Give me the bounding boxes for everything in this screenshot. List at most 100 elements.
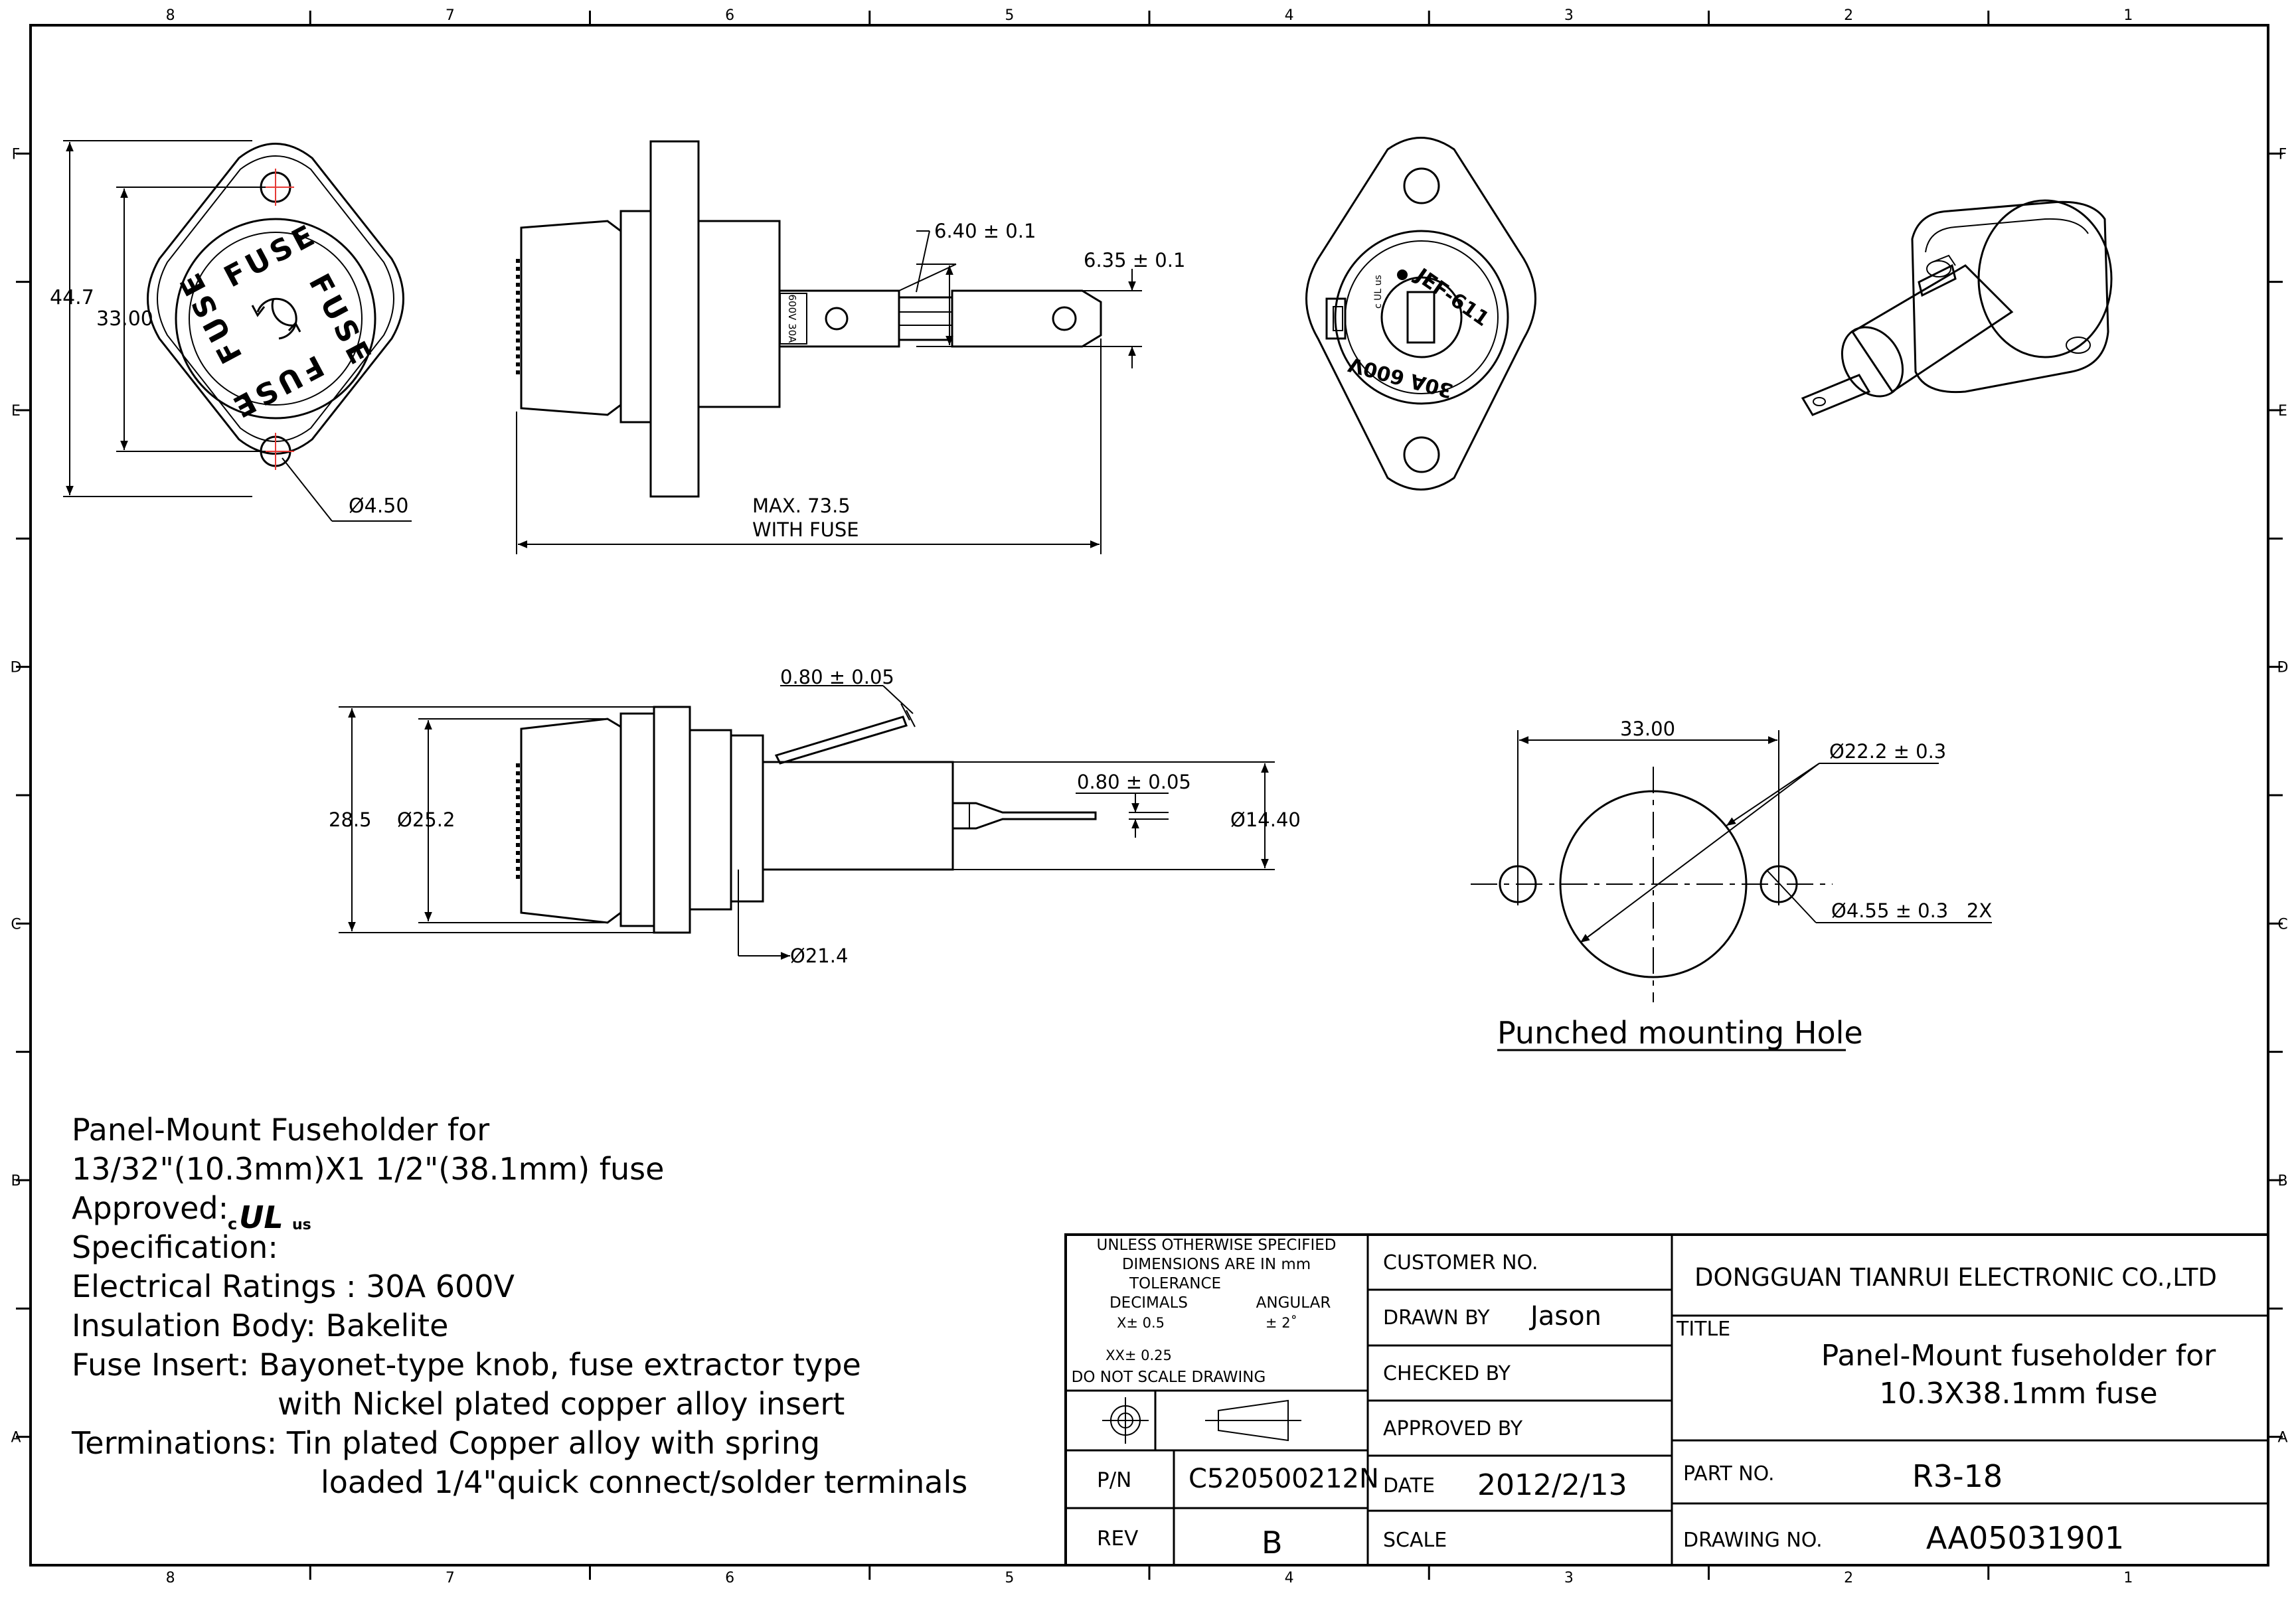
zone-column-label: 4 (1285, 7, 1294, 24)
bottom-flange (653, 706, 691, 934)
zone-row-label: E (2278, 403, 2287, 420)
front-flange-outline (147, 143, 404, 455)
drawn-by-value: Jason (1528, 1301, 1601, 1332)
scale-label: SCALE (1383, 1529, 1447, 1552)
zone-column-label: 6 (725, 1570, 734, 1586)
spec-body: Insulation Body: Bakelite (72, 1308, 448, 1343)
front-hole-spacing-dim: 33.00 (96, 307, 153, 331)
rear-marking-top: JEF-611 (1410, 264, 1493, 331)
date-value: 2012/2/13 (1477, 1468, 1627, 1502)
drawing-no-label: DRAWING NO. (1683, 1529, 1823, 1552)
front-knob-outer (175, 218, 376, 420)
zone-column-label: 6 (725, 7, 734, 24)
tol-xx: XX± 0.25 (1106, 1347, 1172, 1363)
spec-term-2: loaded 1/4"quick connect/solder terminal… (321, 1464, 967, 1500)
iso-terminal-2 (1918, 264, 1957, 297)
mounting-small-hole-dim: Ø4.55 ± 0.3 2X (1831, 899, 1992, 922)
side-flange (649, 140, 700, 498)
tol-line-2: DIMENSIONS ARE IN mm (1122, 1256, 1311, 1273)
tol-line-1: UNLESS OTHERWISE SPECIFIED (1097, 1237, 1337, 1254)
front-hole-dia-dim: Ø4.50 (349, 495, 408, 518)
zone-row-label: C (2277, 916, 2287, 933)
ul-mark-icon: c UL us (228, 1199, 311, 1235)
rear-terminal-tab (1406, 291, 1435, 344)
zone-column-label: 2 (1844, 7, 1853, 24)
drawing-title-1: Panel-Mount fuseholder for (1821, 1339, 2216, 1373)
company-name: DONGGUAN TIANRUI ELECTRONIC CO.,LTD (1694, 1263, 2217, 1292)
rev-label: REV (1097, 1527, 1138, 1551)
bottom-thread-dia-dim: Ø21.4 (790, 945, 848, 967)
front-flange-inner (157, 155, 394, 442)
spec-approved-label: Approved: (72, 1190, 228, 1226)
rear-flange-outline (1305, 137, 1536, 491)
rear-body-outer (1334, 230, 1509, 405)
part-no-value: R3-18 (1912, 1458, 2003, 1494)
spec-label: Specification: (72, 1229, 278, 1265)
date-label: DATE (1383, 1474, 1435, 1497)
side-body (697, 220, 781, 408)
rev-value: B (1262, 1525, 1283, 1561)
side-flange-ring (619, 210, 652, 423)
tol-x: X± 0.5 (1117, 1315, 1165, 1331)
zone-column-label: 7 (446, 1570, 455, 1586)
isometric-view (1801, 199, 2113, 416)
side-terminal-width-dim: 6.40 ± 0.1 (934, 220, 1036, 242)
side-terminal-1-hole (825, 307, 849, 331)
drawn-by-label: DRAWN BY (1383, 1306, 1490, 1330)
zone-row-label: F (12, 146, 21, 163)
front-height-dim: 44.7 (50, 286, 94, 309)
iso-knob-rim (1977, 199, 2113, 358)
pn-label: P/N (1097, 1468, 1131, 1492)
approved-by-label: APPROVED BY (1383, 1417, 1523, 1440)
zone-row-label: B (2277, 1173, 2287, 1189)
side-overall-length-note: WITH FUSE (752, 518, 859, 541)
zone-column-label: 3 (1564, 1570, 1574, 1586)
front-view: FUSE FUSE FUSE FUSE 44.7 33.00 Ø4.50 (50, 140, 412, 522)
svg-text:UL: UL (239, 1199, 284, 1235)
bottom-knob-dia-dim: Ø25.2 (397, 808, 455, 831)
side-terminal-width-dim-2: 6.35 ± 0.1 (1084, 249, 1185, 271)
bottom-side-view: 0.80 ± 0.05 0.80 ± 0.05 28.5 Ø25.2 Ø14.4… (329, 666, 1301, 967)
rear-top-hole (1403, 167, 1440, 204)
svg-text:us: us (292, 1217, 311, 1233)
iso-terminal-1 (1801, 374, 1871, 416)
bottom-terminal-2 (951, 802, 1097, 830)
mounting-main-hole (1559, 790, 1748, 978)
title-label: TITLE (1676, 1318, 1730, 1341)
side-view: 600V 30A 6.40 ± 0.1 6.35 ± 0.1 MAX. 73.5… (516, 140, 1185, 554)
bottom-flange-height-dim: 28.5 (329, 808, 372, 831)
zone-ticks (16, 11, 2283, 1580)
mounting-hole-caption: Punched mounting Hole (1497, 1015, 1863, 1051)
mounting-hole-view: 33.00 Ø22.2 ± 0.3 Ø4.55 ± 0.3 2X Punched… (1471, 718, 1992, 1051)
side-terminal-2 (951, 289, 1102, 348)
pn-value: C520500212N (1189, 1464, 1379, 1494)
iso-body (1850, 264, 2014, 394)
knob-fuse-text-bottom: FUSE (224, 348, 329, 425)
bottom-tab-thickness-dim: 0.80 ± 0.05 (780, 666, 894, 688)
rear-marking-side: c UL us (1373, 275, 1384, 309)
bottom-body-dia-dim: Ø14.40 (1230, 808, 1301, 831)
drawing-no-value: AA05031901 (1926, 1520, 2124, 1556)
zone-row-label: E (11, 403, 21, 420)
spec-insert-2: with Nickel plated copper alloy insert (278, 1386, 845, 1422)
zone-row-label: A (11, 1430, 21, 1446)
zone-column-label: 4 (1285, 1570, 1294, 1586)
zone-column-label: 8 (166, 7, 175, 24)
side-body-marking: 600V 30A (786, 294, 798, 343)
tol-no-scale: DO NOT SCALE DRAWING (1072, 1369, 1266, 1386)
zone-column-label: 1 (2123, 7, 2133, 24)
spec-insert-1: Fuse Insert: Bayonet-type knob, fuse ext… (72, 1347, 861, 1383)
spec-line-2: 13/32"(10.3mm)X1 1/2"(38.1mm) fuse (72, 1151, 664, 1187)
part-no-label: PART NO. (1683, 1462, 1775, 1486)
front-rotate-arrow-icon (256, 297, 297, 340)
bottom-body-ring (689, 729, 732, 911)
zone-row-label: B (11, 1173, 21, 1189)
zone-row-label: D (2277, 660, 2289, 676)
bottom-flange-ring (619, 712, 655, 927)
specification-notes: Panel-Mount Fuseholder for 13/32"(10.3mm… (71, 1112, 967, 1500)
side-terminal-2-hole (1052, 306, 1077, 331)
title-block: UNLESS OTHERWISE SPECIFIED DIMENSIONS AR… (1064, 1233, 2269, 1567)
